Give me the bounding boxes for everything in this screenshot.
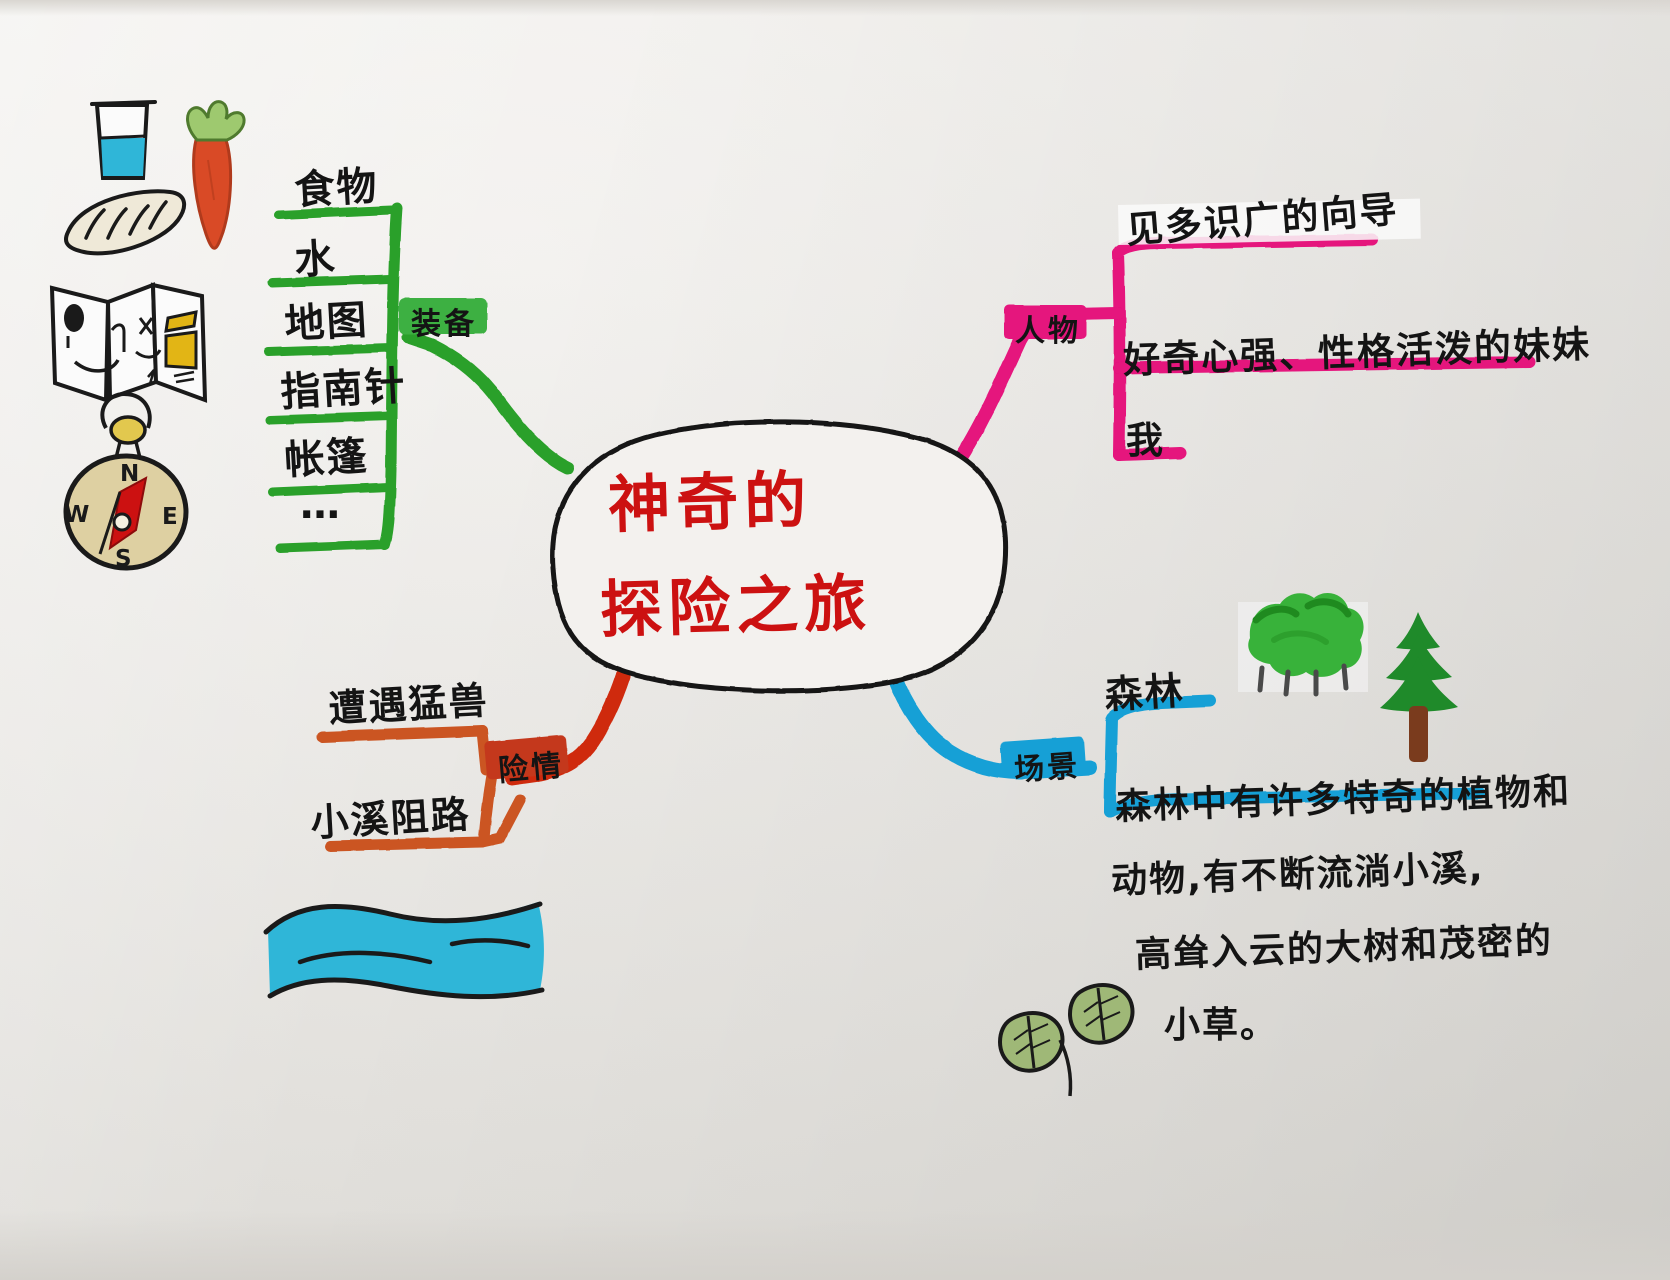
tape-strips [1118,198,1421,245]
danger-item-1: 小溪阻路 [309,792,472,846]
pine-tree-illustration [1380,612,1458,762]
paper-edge-bottom [0,1210,1670,1280]
danger-item-0: 遭遇猛兽 [327,678,490,732]
center-title-line2: 探险之旅 [599,566,874,647]
danger-label-chip [484,735,569,780]
node-label-equipment[interactable]: 装备 [411,307,477,342]
scene-label-chip [1000,736,1086,778]
compass-s: S [115,546,132,572]
equipment-item-1: 水 [293,235,338,285]
scene-item-0: 森林 [1103,668,1186,718]
carrot-illustration [186,100,246,250]
equipment-item-5: … [300,482,344,528]
branch-equipment-lines [263,202,575,553]
bread-illustration [64,189,187,256]
tree-cluster-illustration [1238,593,1368,697]
compass-w: W [64,502,89,528]
equipment-item-4: 帐篷 [283,433,370,485]
node-label-danger[interactable]: 险情 [496,748,566,789]
paper-edge-top [0,0,1670,16]
equipment-item-3: 指南针 [279,363,408,417]
compass-n: N [120,461,139,487]
center-title-line1: 神奇的 [607,463,814,542]
characters-label-chip [1004,305,1086,339]
equipment-item-0: 食物 [293,163,380,215]
center-node-outline [550,419,1009,694]
equipment-item-2: 地图 [283,297,370,349]
scene-description-line-3: 小草。 [1164,1005,1279,1046]
folded-map-illustration [49,282,208,403]
node-label-characters[interactable]: 人物 [1015,314,1081,349]
compass-illustration: N E S W [63,391,189,572]
leaf-pair-illustration [997,983,1135,1097]
node-label-scene[interactable]: 场景 [1013,748,1082,789]
characters-item-2: 我 [1126,419,1165,462]
compass-e: E [162,504,178,530]
stream-illustration [263,901,545,1000]
water-glass-illustration [90,100,157,180]
equipment-label-chip [399,298,487,334]
